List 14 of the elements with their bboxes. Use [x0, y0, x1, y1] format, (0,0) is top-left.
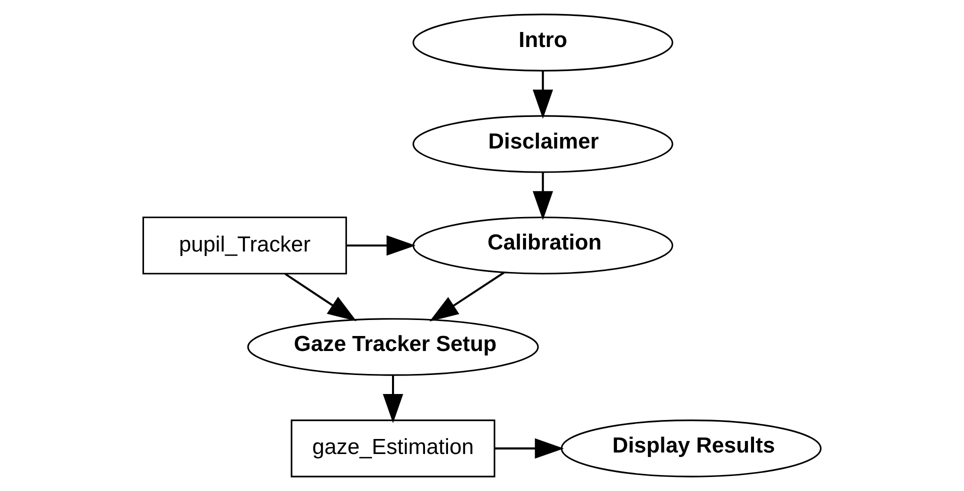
arrow — [532, 172, 554, 220]
arrow — [429, 272, 505, 322]
node-ellipse: Gaze Tracker Setup — [247, 318, 539, 376]
arrow — [382, 375, 404, 424]
arrow — [346, 235, 416, 256]
node-ellipse: Disclaimer — [412, 115, 674, 173]
node-box: gaze_Estimation — [290, 420, 496, 478]
arrow — [532, 71, 554, 119]
node-box: pupil_Tracker — [142, 216, 347, 274]
arrow — [494, 438, 564, 459]
node-ellipse: Display Results — [560, 420, 822, 478]
arrow — [284, 273, 357, 322]
node-ellipse: Calibration — [412, 216, 674, 274]
node-ellipse: Intro — [412, 14, 674, 72]
